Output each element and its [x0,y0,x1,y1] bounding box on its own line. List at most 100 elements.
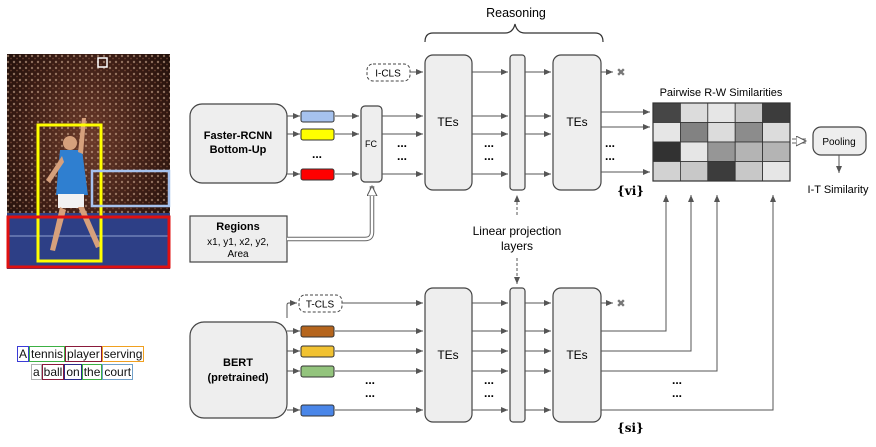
similarity-matrix [652,102,791,182]
text-set-label: {si} [617,421,644,435]
region-feature-2 [300,168,335,181]
similarity-cell-r2-c4 [762,141,791,162]
ellipsis-tte2-1: ... [672,373,682,387]
faster-rcnn-line1: Faster-RCNN [204,130,273,142]
text-te-block-2 [552,287,602,423]
caption-word: the [81,364,103,380]
ellipsis-word-1: ... [365,373,375,387]
visual-set-label: {vi} [617,184,644,198]
caption-word: on [64,364,82,380]
similarity-cell-r2-c1 [680,141,709,162]
ellipsis-region-features: ... [312,147,322,161]
regions-coords: x1, y1, x2, y2, [207,237,269,248]
caption-word: player [65,346,102,362]
visual-te-block-2 [552,54,602,191]
caption-word: tennis [29,346,66,362]
icls-label: I-CLS [375,69,401,80]
similarity-cell-r2-c2 [707,141,736,162]
similarity-cell-r3-c1 [680,161,709,182]
similarity-cell-r2-c0 [652,141,681,162]
photo-crowd-texture [7,54,170,214]
box-ball [97,57,108,68]
similarity-cell-r0-c2 [707,102,736,123]
similarity-cell-r3-c2 [707,161,736,182]
similarity-cell-r0-c4 [762,102,791,123]
similarity-cell-r0-c3 [734,102,764,123]
ellipsis-word-2: ... [365,386,375,400]
bert-line2: (pretrained) [207,372,268,384]
similarity-cell-r2-c3 [734,141,764,162]
similarity-cell-r1-c1 [680,122,709,143]
it-similarity-label: I-T Similarity [808,184,869,196]
regions-to-fc-arrow [287,186,372,241]
regions-box [189,215,288,263]
visual-te-block-1 [424,54,473,191]
ellipsis-fc-out-2: ... [397,149,407,163]
caption-word: A [17,346,30,362]
caption-word: serving [101,346,145,362]
fc-label: FC [365,139,377,149]
ellipsis-tte2-2: ... [672,386,682,400]
linear-projection-line1: Linear projection [473,224,562,238]
text-connections [286,195,776,413]
fc-box [360,105,383,183]
caption-word: ball [41,364,65,380]
visual-te2-label: TEs [566,115,587,129]
tcls-label: T-CLS [306,300,335,311]
ellipsis-group: ... ... ... ... ... ... ... ... ... ... … [312,136,682,400]
reasoning-brace [424,23,604,43]
regions-area: Area [227,249,249,260]
text-linear-projection [509,287,526,423]
similarity-cell-r1-c4 [762,122,791,143]
tcls-discard-icon: ✖ [616,298,625,310]
word-feature-0 [300,325,335,338]
region-feature-1 [300,128,335,141]
pairwise-title: Pairwise R-W Similarities [660,87,783,99]
similarity-cell-r1-c3 [734,122,764,143]
region-feature-0 [300,110,335,123]
similarity-cell-r1-c2 [707,122,736,143]
regions-to-fc-arrow-outline [287,186,375,242]
pooling-label: Pooling [822,137,855,148]
ellipsis-vte2-2: ... [605,149,615,163]
similarity-cell-r0-c0 [652,102,681,123]
word-feature-3 [300,404,335,417]
similarity-cell-r3-c3 [734,161,764,182]
faster-rcnn-line2: Bottom-Up [210,144,267,156]
ellipsis-tte1-1: ... [484,373,494,387]
word-feature-2 [300,365,335,378]
similarity-cell-r3-c0 [652,161,681,182]
feature-boxes [300,110,335,417]
word-feature-1 [300,345,335,358]
linear-projection-line2: layers [501,239,533,253]
bert-box [189,321,288,419]
box-background-region [90,169,171,208]
ellipsis-tte1-2: ... [484,386,494,400]
ellipsis-vte1-2: ... [484,149,494,163]
text-te2-label: TEs [566,348,587,362]
regions-title: Regions [216,221,259,233]
visual-te1-label: TEs [437,115,458,129]
visual-connections [287,69,650,177]
ellipsis-vte1-1: ... [484,136,494,150]
icls-discard-icon: ✖ [616,67,625,79]
text-te-block-1 [424,287,473,423]
box-court [6,215,171,269]
similarity-cell-r3-c4 [762,161,791,182]
visual-linear-projection [509,54,526,191]
similarity-matrix-frame [652,102,791,182]
bert-line1: BERT [223,357,253,369]
tennis-photo [6,54,171,269]
caption-word: a [31,364,42,380]
faster-rcnn-box [189,103,288,184]
box-player [36,123,103,263]
ellipsis-fc-out-1: ... [397,136,407,150]
reasoning-label: Reasoning [486,6,546,20]
ellipsis-vte2-1: ... [605,136,615,150]
caption-word: court [102,364,134,380]
similarity-cell-r1-c0 [652,122,681,143]
text-te1-label: TEs [437,348,458,362]
similarity-cell-r0-c1 [680,102,709,123]
